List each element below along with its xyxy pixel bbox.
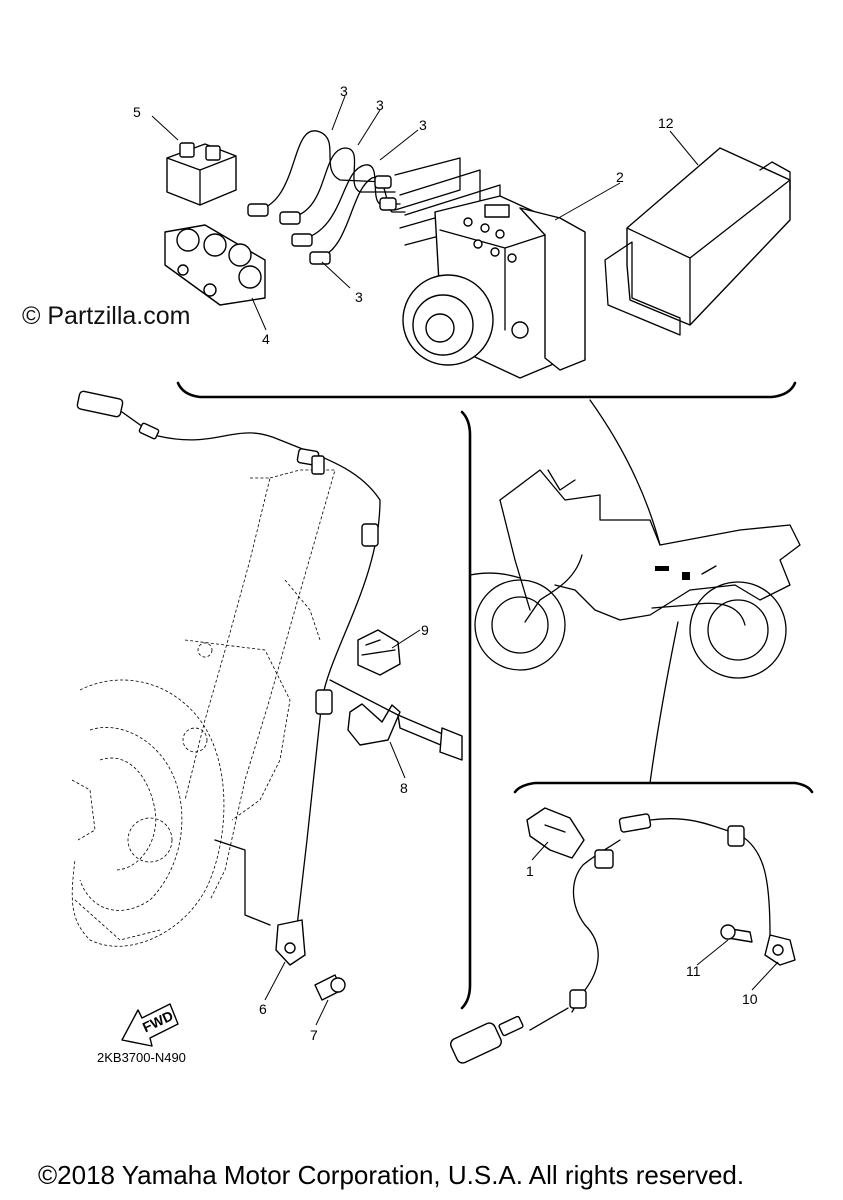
callout-3d: 3 bbox=[355, 289, 363, 305]
partzilla-watermark: © Partzilla.com bbox=[22, 302, 191, 330]
motorcycle-frame-ghost bbox=[71, 469, 336, 947]
callout-3a: 3 bbox=[340, 83, 348, 99]
rear-sensor-lead bbox=[450, 813, 796, 1064]
abs-unit-marker bbox=[655, 566, 669, 571]
fwd-arrow-icon: FWD bbox=[121, 1003, 179, 1047]
bracket-part-8 bbox=[329, 679, 463, 761]
callout-8: 8 bbox=[400, 780, 408, 796]
clip-part-9 bbox=[357, 629, 401, 676]
connector-to-rear bbox=[649, 621, 679, 784]
callout-3c: 3 bbox=[419, 117, 427, 133]
callout-11: 11 bbox=[686, 963, 701, 979]
callout-2: 2 bbox=[616, 169, 624, 185]
clip-part-1 bbox=[526, 807, 585, 859]
connector-to-abs bbox=[589, 399, 661, 546]
ecu-marker bbox=[682, 572, 690, 580]
copyright-notice: ©2018 Yamaha Motor Corporation, U.S.A. A… bbox=[38, 1160, 745, 1190]
top-section-frame bbox=[176, 381, 797, 399]
leader-lines bbox=[151, 95, 779, 1026]
callout-9: 9 bbox=[421, 622, 429, 638]
abs-ecu-part-12 bbox=[604, 147, 791, 336]
callout-5: 5 bbox=[133, 104, 141, 120]
connector-to-front bbox=[469, 572, 521, 579]
bolt-part-7 bbox=[314, 974, 346, 1001]
right-section-frame bbox=[460, 410, 472, 1010]
callout-7: 7 bbox=[310, 1027, 318, 1043]
lower-right-frame bbox=[513, 781, 814, 794]
motorcycle-overview bbox=[474, 469, 801, 679]
callout-4: 4 bbox=[262, 331, 270, 347]
callout-3b: 3 bbox=[376, 97, 384, 113]
callout-10: 10 bbox=[742, 991, 758, 1007]
coupler-part-5 bbox=[166, 142, 237, 206]
front-sensor-lead bbox=[76, 390, 381, 966]
callout-6: 6 bbox=[259, 1001, 267, 1017]
callout-1: 1 bbox=[526, 863, 534, 879]
callout-12: 12 bbox=[658, 115, 674, 131]
drawing-code: 2KB3700-N490 bbox=[97, 1050, 186, 1065]
hose-bracket-part-4 bbox=[164, 224, 266, 306]
bolt-part-11 bbox=[720, 924, 753, 943]
abs-hydraulic-unit-part-2 bbox=[402, 195, 586, 379]
